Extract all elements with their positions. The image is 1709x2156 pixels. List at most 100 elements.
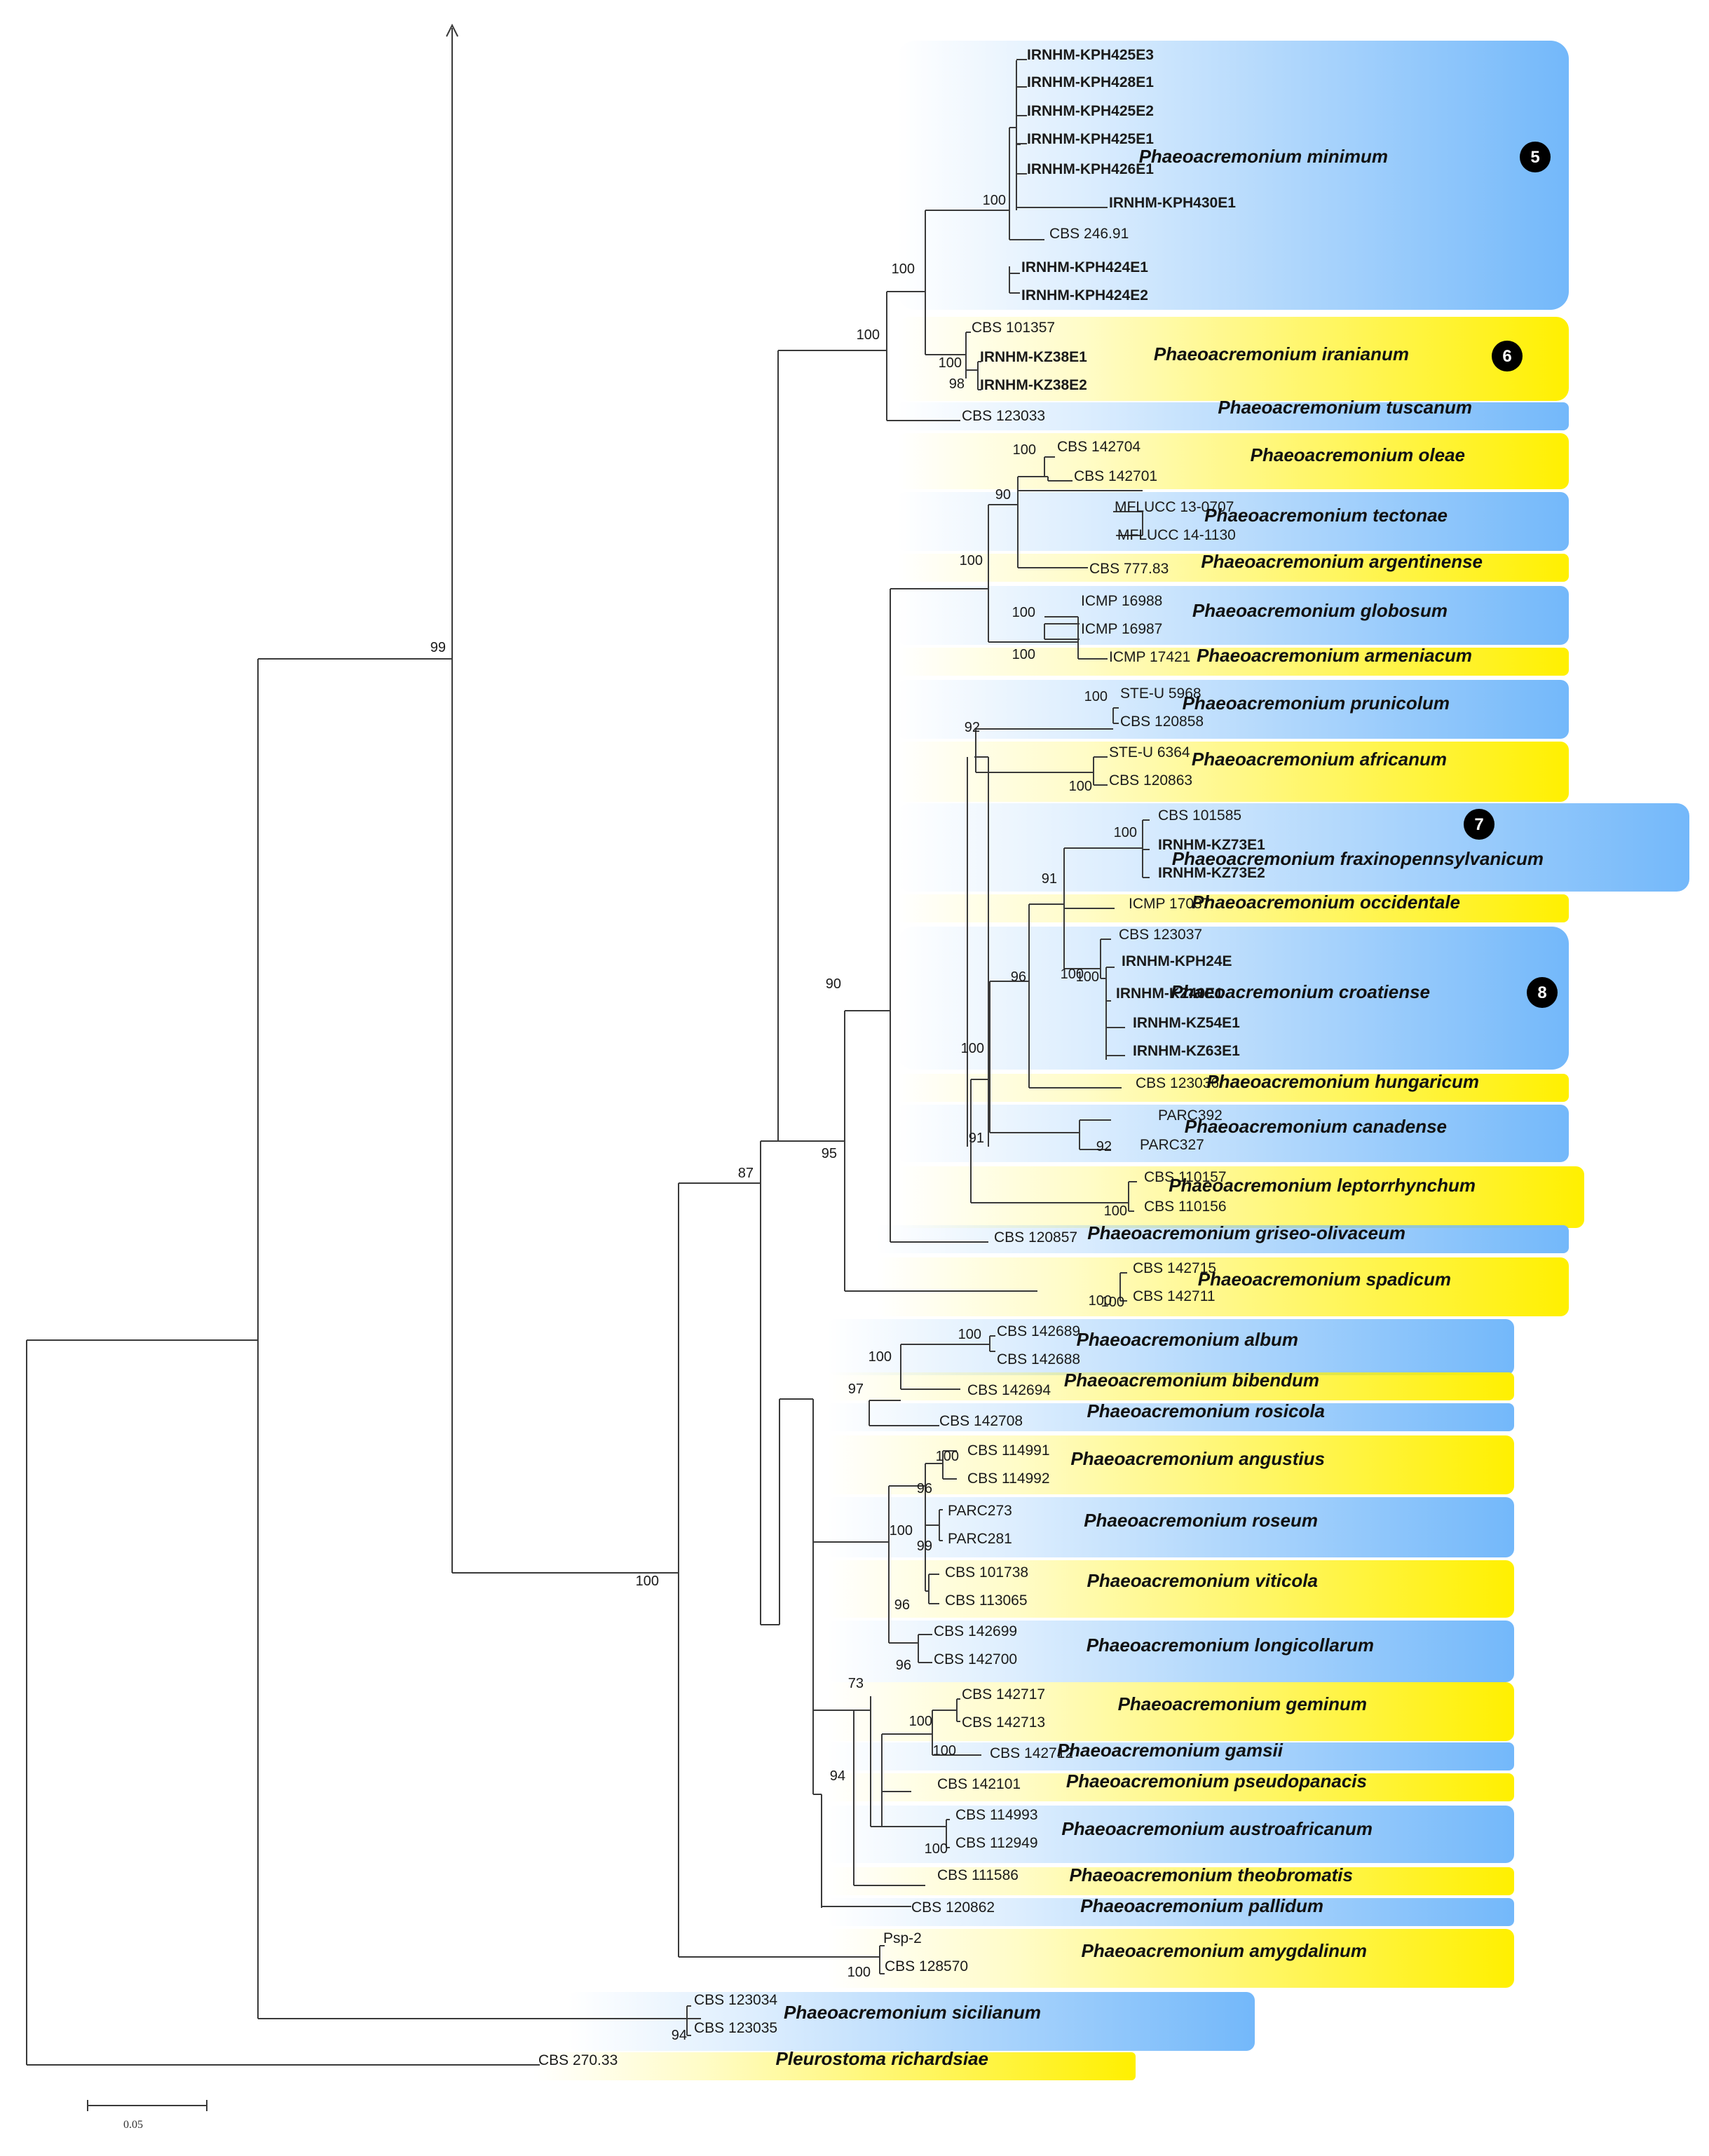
clade-band-canadense	[897, 1105, 1569, 1162]
leaf-label: CBS 114991	[967, 1442, 1050, 1459]
bootstrap-value: 96	[896, 1658, 911, 1673]
species-label: Phaeoacremonium armeniacum	[1197, 645, 1472, 666]
branch-fraxino	[1142, 819, 1150, 878]
branch-node-1270	[890, 588, 988, 1243]
branch-angustius	[925, 1450, 957, 1480]
bootstrap-value: 100	[636, 1574, 659, 1589]
branch-node-1268	[888, 1485, 932, 1663]
clade-band-griseo-olivaceum	[876, 1225, 1569, 1253]
branch-node-1392	[975, 728, 1113, 773]
leaf-label: CBS 142711	[1133, 1288, 1216, 1304]
species-label: Phaeoacremonium africanum	[1192, 749, 1447, 770]
scale-bar-label: 0.05	[123, 2119, 143, 2131]
leaf-label: IRNHM-KZ38E1	[980, 349, 1087, 365]
bootstrap-value: 100	[1012, 647, 1035, 662]
leaf-label: CBS 142688	[997, 1351, 1080, 1367]
leaf-label: PARC392	[1158, 1107, 1223, 1124]
branch-node-1518	[1063, 847, 1143, 969]
leaf-label: IRNHM-KZ73E2	[1158, 865, 1265, 881]
branch-node-968	[678, 1182, 880, 1958]
leaf-label: IRNHM-KZ38E2	[980, 377, 1087, 393]
species-label: Phaeoacremonium globosum	[1192, 600, 1448, 621]
leaf-label: CBS 142694	[967, 1382, 1051, 1398]
branch-pallidum	[821, 1906, 911, 1908]
species-label: Phaeoacremonium viticola	[1087, 1570, 1318, 1591]
leaf-label: CBS 270.33	[538, 2052, 618, 2068]
leaf-label: IRNHM-KPH425E1	[1027, 131, 1154, 147]
bootstrap-value: 99	[917, 1538, 932, 1554]
branch-node-1160	[812, 1399, 822, 1795]
branch-node-1258	[881, 1733, 946, 1827]
species-label: Phaeoacremonium canadense	[1185, 1116, 1447, 1137]
branch-node-1218	[853, 1710, 925, 1886]
species-label: Phaeoacremonium spadicum	[1198, 1269, 1451, 1290]
species-label: Phaeoacremonium bibendum	[1064, 1370, 1319, 1391]
species-label: Phaeoacremonium album	[1077, 1329, 1298, 1350]
branch-austro	[946, 1819, 950, 1848]
species-label: Phaeoacremonium griseo-olivaceum	[1087, 1222, 1405, 1243]
leaf-label: CBS 142700	[934, 1651, 1017, 1667]
clade-band-austroafricanum	[827, 1806, 1514, 1863]
leaf-label: ICMP 16987	[1081, 621, 1162, 637]
clade-number-marker	[1464, 809, 1494, 840]
clade-band-theobromatis	[827, 1867, 1514, 1895]
leaf-label: IRNHM-KPH425E2	[1027, 103, 1154, 119]
bootstrap-value: 97	[848, 1381, 864, 1397]
leaf-label: CBS 123036	[1136, 1075, 1219, 1091]
branch-spadicum	[1119, 1272, 1127, 1302]
clade-band-album	[827, 1319, 1514, 1375]
leaf-label: IRNHM-KPH430E1	[1109, 195, 1236, 211]
species-label: Phaeoacremonium occidentale	[1192, 892, 1460, 913]
leaf-label: CBS 777.83	[1089, 561, 1169, 577]
bootstrap-value: 100	[939, 355, 962, 371]
species-label: Phaeoacremonium sicilianum	[784, 2002, 1041, 2023]
clade-band-africanum	[897, 742, 1569, 802]
leaf-label: CBS 110157	[1144, 1169, 1227, 1185]
branch-prunicolum	[1112, 707, 1119, 724]
branch-node-1440	[1009, 127, 1044, 294]
branch-node-645	[451, 28, 679, 1574]
species-label: Phaeoacremonium geminum	[1118, 1693, 1367, 1714]
bootstrap-value: 100	[1101, 1295, 1124, 1310]
species-label: Phaeoacremonium leptorrhynchum	[1169, 1175, 1476, 1196]
leaf-label: IRNHM-KZ63E1	[1133, 1043, 1240, 1059]
branch-node-1085	[760, 1140, 779, 1625]
bootstrap-value: 100	[1069, 779, 1092, 794]
species-label: Phaeoacremonium tectonae	[1204, 505, 1448, 526]
leaf-label: IRNHM-KPH425E3	[1027, 47, 1154, 63]
branch-node-1378	[965, 332, 981, 390]
leaf-label: CBS 142715	[1133, 1260, 1216, 1276]
leaf-label: CBS 123035	[694, 2020, 777, 2036]
clade-number-marker	[1527, 977, 1558, 1008]
bootstrap-value: 96	[917, 1481, 932, 1496]
leaf-label: IRNHM-KZ73E1	[1158, 837, 1265, 853]
clade-number-label: 7	[1474, 815, 1483, 834]
species-label: Pleurostoma richardsiae	[776, 2048, 988, 2069]
leaf-label: IRNHM-KPH426E1	[1027, 161, 1154, 177]
branch-globosum	[1044, 616, 1108, 660]
branch-tectonae	[1018, 490, 1143, 536]
leaf-label: CBS 142701	[1074, 468, 1157, 484]
branch-node-368	[257, 658, 701, 2019]
clade-band-pleurostoma	[533, 2052, 1136, 2080]
leaf-label: CBS 114992	[967, 1471, 1050, 1487]
clade-band-armeniacum	[897, 648, 1569, 676]
clade-band-occidentale	[897, 894, 1569, 922]
bootstrap-value: 100	[1013, 442, 1036, 458]
bootstrap-value: 100	[847, 1965, 871, 1980]
bootstrap-value: 96	[1011, 969, 1026, 985]
leaf-label: CBS 123037	[1119, 927, 1202, 943]
branch-canadense	[1079, 1119, 1111, 1150]
bootstrap-value: 100	[1089, 1293, 1112, 1309]
bootstrap-value: 100	[909, 1714, 932, 1729]
leaf-label: CBS 120862	[911, 1899, 995, 1916]
branch-node-1085-lower	[779, 1398, 813, 1625]
bootstrap-value: 87	[738, 1166, 754, 1181]
leaf-label: CBS 123034	[694, 1992, 777, 2008]
bootstrap-value: 99	[430, 640, 446, 655]
bootstrap-value: 98	[949, 376, 965, 392]
bootstrap-value: 100	[960, 553, 983, 568]
clade-band-pallidum	[827, 1898, 1514, 1926]
leaf-label: CBS 101357	[972, 320, 1055, 336]
